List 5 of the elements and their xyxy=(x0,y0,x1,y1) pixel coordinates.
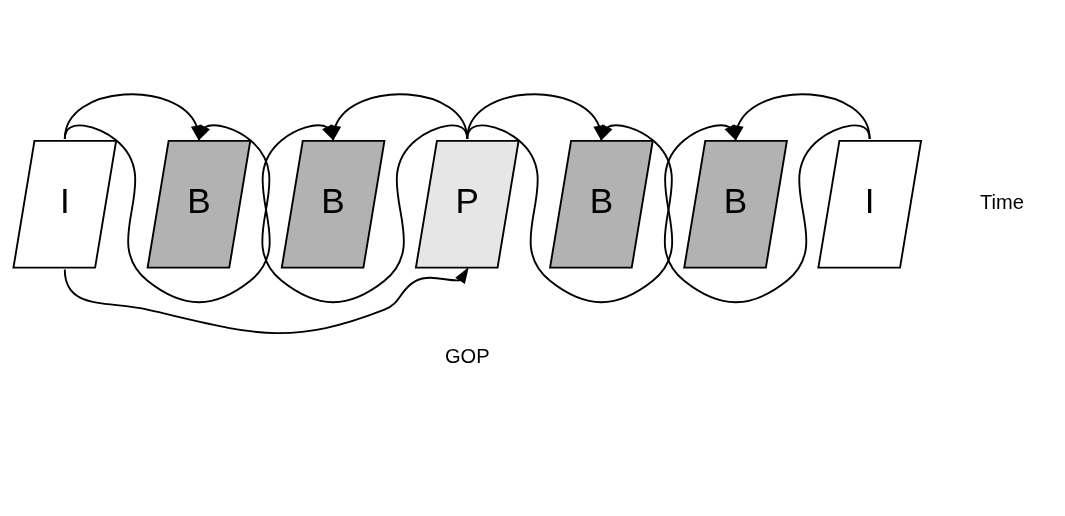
arrow xyxy=(63,267,469,335)
label: GOP xyxy=(444,345,490,368)
arrow xyxy=(732,93,871,142)
label: Time xyxy=(980,191,1024,214)
arrow xyxy=(329,93,469,142)
